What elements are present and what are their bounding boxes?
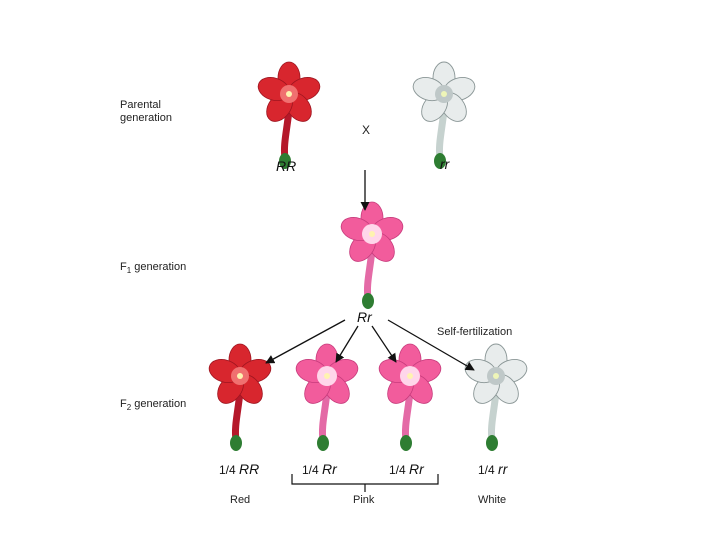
arrow-f1-to-f2-pink-2 [371,325,397,363]
f2-fraction-Rr-2: 1/4 Rr [389,461,424,477]
f1-generation-label: F1 generation [120,261,187,276]
phenotype-red-label: Red [230,494,251,506]
arrow-f1-to-f2-white [387,319,475,371]
parental-generation-label: Parental generation [120,99,172,125]
phenotype-white-label: White [478,494,507,506]
arrow-f1-to-f2-pink-1 [335,325,359,363]
f2-generation-label: F2 generation [120,398,187,413]
f2-fraction-rr: 1/4 rr [478,461,508,477]
parent-genotype-rr: rr [440,156,450,172]
phenotype-pink-label: Pink [353,494,375,506]
self-fertilization-label: Self-fertilization [437,326,513,338]
f2-fraction-Rr-1: 1/4 Rr [302,461,337,477]
parent-genotype-RR: RR [276,158,297,174]
pink-bracket [291,474,439,492]
cross-symbol: X [362,123,371,137]
arrow-f1-to-f2-red [265,319,346,364]
f2-fraction-RR: 1/4 RR [219,461,260,477]
parental-label-line1: Parental [120,99,161,111]
f1-genotype: Rr [357,309,372,325]
parental-label-line2: generation [120,112,172,124]
